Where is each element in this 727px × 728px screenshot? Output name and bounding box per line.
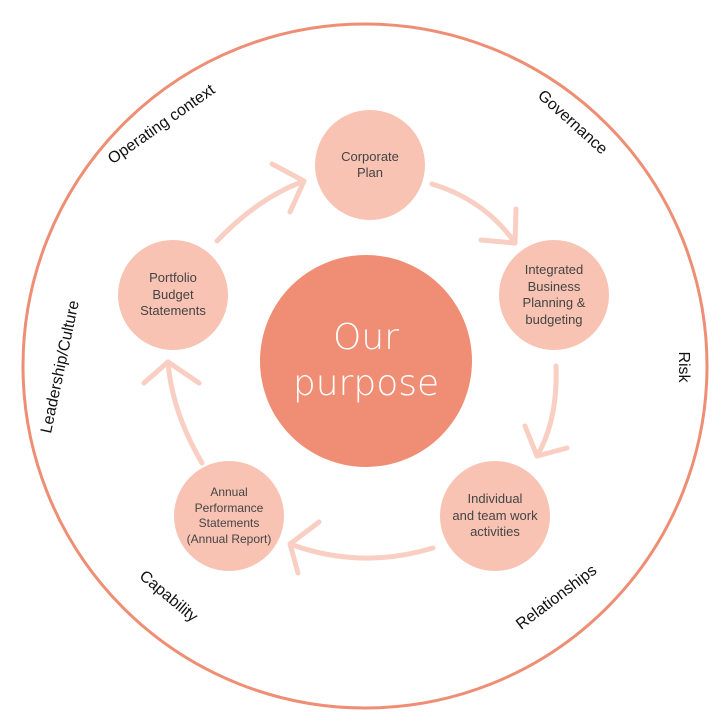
- node-label-integrated-business-planning: Integrated Business Planning & budgeting: [522, 262, 586, 327]
- node-label-individual-team-work: Individual and team work activities: [452, 491, 538, 540]
- cycle-arrow-1: [429, 181, 519, 246]
- cycle-arrow-5: [214, 161, 307, 244]
- node-label-corporate-plan: Corporate Plan: [341, 148, 399, 181]
- node-label-annual-performance-statements: Annual Performance Statements (Annual Re…: [186, 485, 272, 546]
- cycle-arrow-4: [141, 359, 205, 466]
- node-integrated-business-planning: Integrated Business Planning & budgeting: [499, 240, 609, 350]
- node-annual-performance-statements: Annual Performance Statements (Annual Re…: [174, 461, 284, 571]
- cycle-arrow-3: [287, 519, 436, 576]
- node-label-portfolio-budget-statements: Portfolio Budget Statements: [140, 270, 206, 319]
- center-label: Our purpose: [292, 317, 440, 404]
- ring-label-risk: Risk: [675, 351, 692, 383]
- outer-ring: [21, 22, 709, 710]
- node-portfolio-budget-statements: Portfolio Budget Statements: [118, 240, 228, 350]
- center-circle-our-purpose: Our purpose: [260, 255, 472, 467]
- cycle-arrow-2: [522, 363, 570, 459]
- node-corporate-plan: Corporate Plan: [315, 110, 425, 220]
- node-individual-team-work: Individual and team work activities: [440, 461, 550, 571]
